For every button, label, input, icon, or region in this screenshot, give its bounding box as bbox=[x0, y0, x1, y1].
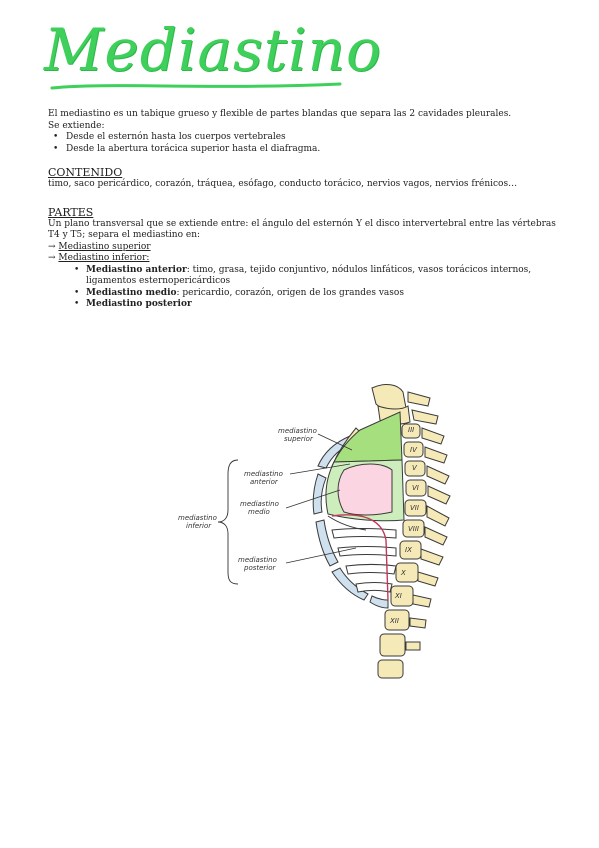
label-anterior: mediastino bbox=[244, 470, 283, 478]
intro-extends: Se extiende: bbox=[48, 120, 105, 131]
label-medio: mediastino bbox=[240, 500, 279, 508]
diaphragm bbox=[327, 515, 367, 531]
contenido-heading: CONTENIDO bbox=[48, 166, 123, 179]
list-item: Desde el esternón hasta los cuerpos vert… bbox=[53, 132, 558, 144]
sub-bold: Mediastino posterior bbox=[86, 299, 192, 309]
arrow-icon: → bbox=[48, 253, 56, 263]
page-title: Mediastino bbox=[44, 16, 382, 84]
posterior-ribs bbox=[331, 528, 397, 593]
title-block: Mediastino Mediastino bbox=[44, 16, 385, 90]
label-posterior-2: posterior bbox=[243, 564, 277, 572]
contenido-text: timo, saco pericárdico, corazón, tráquea… bbox=[48, 179, 518, 189]
vertebra-label: VIII bbox=[408, 525, 419, 533]
mediastino-inferior-label: Mediastino inferior: bbox=[58, 253, 150, 263]
mediastino-superior-label: Mediastino superior bbox=[58, 241, 151, 252]
arrow-row-inferior: → Mediastino inferior: bbox=[48, 253, 558, 265]
arrow-row-superior: → Mediastino superior bbox=[48, 242, 558, 254]
document-body: El mediastino es un tabique grueso y fle… bbox=[48, 109, 558, 311]
sub-rest: : pericardio, corazón, origen de los gra… bbox=[176, 287, 404, 298]
vertebra-label: VII bbox=[410, 504, 419, 512]
vertebra-label: V bbox=[412, 464, 418, 472]
inferior-brace bbox=[217, 459, 239, 585]
intro-line: El mediastino es un tabique grueso y fle… bbox=[48, 109, 512, 119]
label-inferior: mediastino bbox=[178, 514, 217, 522]
posterior-boundary bbox=[331, 514, 389, 601]
vertebra-label: X bbox=[400, 569, 406, 577]
label-posterior: mediastino bbox=[238, 556, 277, 564]
vertebra-labels: III IV V VI VII VIII IX X XI XII bbox=[389, 426, 419, 625]
partes-heading: PARTES bbox=[48, 205, 94, 219]
vertebra-label: XI bbox=[394, 592, 402, 600]
pointer-lines bbox=[285, 433, 357, 564]
list-item: Desde la abertura torácica superior hast… bbox=[53, 144, 558, 156]
label-superior-2: superior bbox=[284, 435, 314, 443]
vertebra-label: IX bbox=[405, 546, 412, 554]
vertebra-label: VI bbox=[412, 484, 419, 492]
superior-region bbox=[333, 411, 403, 463]
arrow-icon: → bbox=[48, 241, 56, 252]
partes-text: Un plano transversal que se extiende ent… bbox=[48, 218, 556, 241]
title-underline bbox=[50, 82, 342, 90]
list-item: Mediastino posterior bbox=[74, 299, 558, 311]
spinous-processes bbox=[405, 391, 451, 651]
vertebra-label: XII bbox=[389, 617, 399, 625]
vertebra-label: IV bbox=[410, 446, 418, 454]
vertebra-label: III bbox=[408, 426, 414, 434]
label-superior: mediastino bbox=[278, 427, 317, 435]
sub-rest: : timo, grasa, tejido conjuntivo, nódulo… bbox=[86, 264, 532, 287]
label-anterior-2: anterior bbox=[250, 478, 279, 486]
list-item: Mediastino medio: pericardio, corazón, o… bbox=[74, 287, 558, 300]
sub-bold: Mediastino medio bbox=[86, 287, 177, 298]
label-inferior-2: inferior bbox=[186, 522, 212, 530]
sub-bold: Mediastino anterior bbox=[86, 264, 187, 275]
region-labels: mediastino superior mediastino anterior … bbox=[178, 427, 317, 572]
label-medio-2: medio bbox=[248, 508, 270, 516]
list-item: Mediastino anterior: timo, grasa, tejido… bbox=[74, 264, 558, 288]
medio-region bbox=[337, 463, 393, 516]
intro-bullets: Desde el esternón hasta los cuerpos vert… bbox=[48, 132, 558, 155]
inferior-sublist: Mediastino anterior: timo, grasa, tejido… bbox=[48, 265, 558, 311]
